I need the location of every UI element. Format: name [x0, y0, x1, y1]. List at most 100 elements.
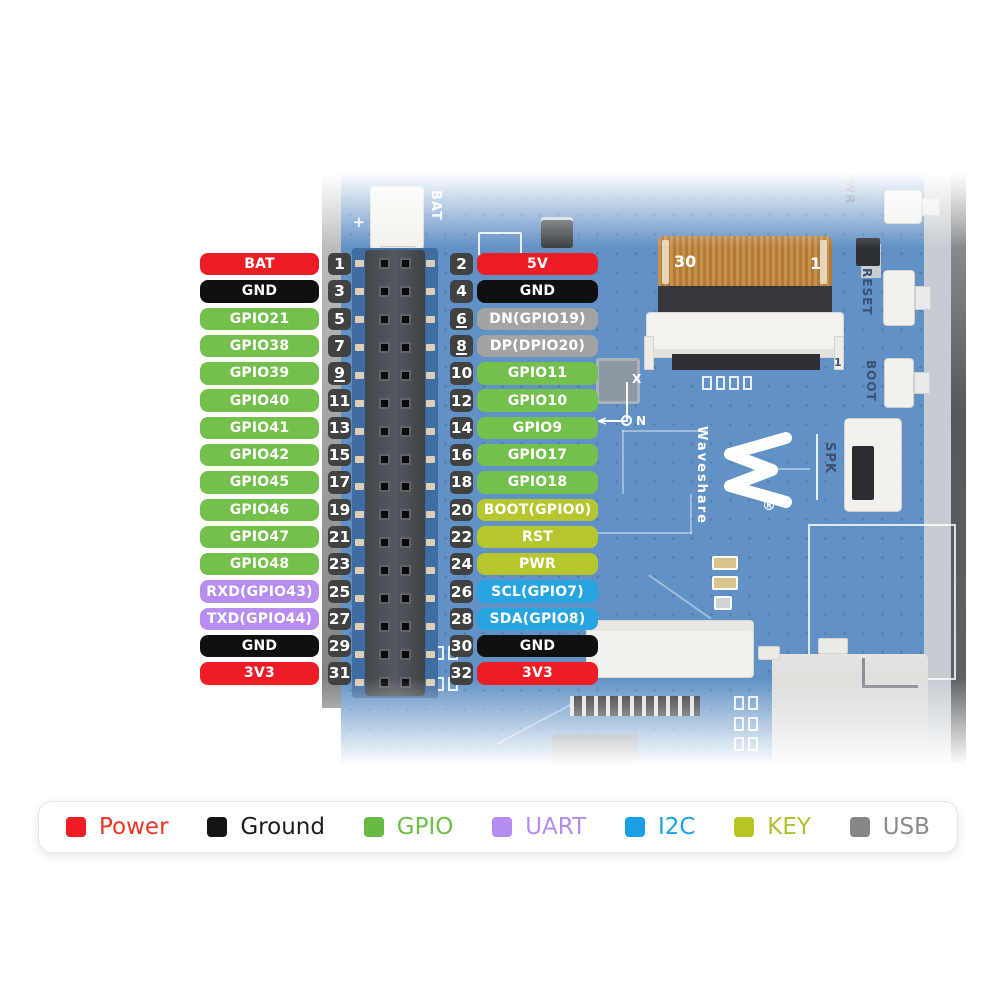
axis-marker-line: [600, 420, 628, 422]
pin-row: GPIO21 5 6 DN(GPIO19): [200, 307, 598, 330]
legend-label: Power: [99, 814, 169, 840]
speaker-connector-slot: [852, 446, 874, 500]
pin-number-left: 3: [328, 280, 351, 303]
pin-number-left: 17: [328, 471, 351, 494]
pin-number-left: 31: [328, 662, 351, 685]
pin-number-right: 4: [450, 280, 473, 303]
pin-row: GND 3 4 GND: [200, 280, 598, 303]
pin-row: RXD(GPIO43) 25 26 SCL(GPIO7): [200, 580, 598, 603]
pin-label-right: GPIO18: [477, 471, 598, 494]
spk-silkscreen: SPK: [822, 442, 837, 474]
pin-number-right: 6: [450, 307, 473, 330]
photo-fade-bottom: [322, 678, 966, 782]
spk-divider-line: [816, 434, 818, 500]
boot-silkscreen: BOOT: [864, 360, 878, 402]
fpc-stiffener: [658, 286, 832, 314]
pin-number-left: 15: [328, 443, 351, 467]
pin-number-left: 1: [328, 253, 351, 276]
reset-silkscreen: RESET: [860, 268, 874, 316]
solder-pad-row: [702, 376, 752, 392]
pcb-photo: BAT + 30 1 1 PWR RESET BOOT SPK Wa: [322, 168, 966, 782]
passive-component: [818, 638, 848, 654]
pin-table: BAT 1 2 5V GND 3 4 GND GPIO21 5 6 DN(GPI…: [200, 253, 598, 690]
registered-mark: ®: [762, 498, 776, 514]
uart-color-swatch: [492, 817, 513, 837]
pin-label-right: GND: [477, 280, 598, 303]
ffc-socket: [646, 312, 844, 358]
pin-row: GPIO40 11 12 GPIO10: [200, 389, 598, 412]
pin-label-left: GPIO39: [200, 362, 319, 385]
power-color-swatch: [66, 817, 86, 837]
pin-number-left: 29: [328, 634, 351, 658]
reset-button-nub: [915, 286, 931, 310]
axis-marker-origin: [621, 415, 632, 426]
pin-label-right: GPIO10: [477, 389, 598, 412]
pin-header-body: [365, 250, 425, 696]
pin-number-right: 24: [450, 553, 473, 576]
key-color-swatch: [734, 817, 755, 837]
pin-label-left: GPIO21: [200, 307, 319, 330]
legend-label: UART: [525, 814, 587, 840]
pin-label-right: 5V: [477, 253, 598, 276]
pin-label-right: GPIO11: [477, 362, 598, 385]
legend-label: KEY: [767, 814, 811, 840]
pin-label-left: GPIO45: [200, 471, 319, 494]
pin-label-right: 3V3: [477, 662, 598, 685]
fpc-clasp: [662, 240, 669, 284]
pin-number-left: 5: [328, 307, 351, 330]
usb-color-swatch: [849, 817, 870, 837]
axis-x-label: X: [632, 372, 643, 386]
pin-row: GPIO41 13 14 GPIO9: [200, 416, 598, 440]
legend-label: USB: [882, 814, 930, 840]
pin-row: BAT 1 2 5V: [200, 253, 598, 276]
qfn-chip: [596, 358, 640, 404]
pcb-trace: [622, 430, 708, 432]
pin-label-left: GPIO47: [200, 525, 319, 549]
pcb-trace: [622, 430, 624, 494]
pin-label-left: BAT: [200, 253, 319, 276]
pin-label-right: GPIO17: [477, 443, 598, 467]
passive-component: [758, 646, 780, 660]
pin-number-left: 21: [328, 525, 351, 549]
legend-label: Ground: [240, 814, 325, 840]
pin-row: GPIO45 17 18 GPIO18: [200, 471, 598, 494]
legend-label: I2C: [657, 814, 696, 840]
bottom-ffc-socket: [586, 620, 754, 678]
pin-number-right: 12: [450, 389, 473, 412]
legend-item-usb: USB: [849, 814, 930, 840]
pin-label-left: GPIO48: [200, 553, 319, 576]
pin-number-left: 11: [328, 389, 351, 412]
pin-number-left: 23: [328, 553, 351, 576]
pin-number-right: 26: [450, 580, 473, 603]
pin-label-right: SCL(GPIO7): [477, 580, 598, 603]
pin-label-left: GND: [200, 280, 319, 303]
pin-number-right: 22: [450, 525, 473, 549]
pin-label-right: DP(DPIO20): [477, 334, 598, 358]
pin-number-left: 27: [328, 607, 351, 631]
pin-number-right: 20: [450, 498, 473, 521]
capacitor: [712, 576, 738, 590]
pin-label-right: DN(GPIO19): [477, 307, 598, 330]
pcb-trace: [690, 494, 692, 534]
pin-label-right: GPIO9: [477, 416, 598, 440]
waveshare-logo-icon: [718, 430, 798, 510]
pin-label-left: GND: [200, 634, 319, 658]
pin-label-left: 3V3: [200, 662, 319, 685]
ffc-socket-arm: [644, 336, 654, 370]
legend-item-ground: Ground: [207, 814, 325, 840]
fpc-clasp: [820, 240, 827, 284]
pin-number-right: 16: [450, 443, 473, 467]
pin-row: GPIO42 15 16 GPIO17: [200, 443, 598, 467]
pin-label-left: GPIO46: [200, 498, 319, 521]
fpc-pin1-label: 1: [810, 254, 822, 273]
ffc-socket-arm: [834, 336, 844, 370]
capacitor: [712, 556, 738, 570]
pin-row: GND 29 30 GND: [200, 634, 598, 658]
reset-button: [883, 270, 915, 326]
pin-label-left: GPIO40: [200, 389, 319, 412]
pin-label-right: GND: [477, 634, 598, 658]
pin-number-right: 14: [450, 416, 473, 440]
pin-number-left: 9: [328, 362, 351, 385]
pin-label-left: GPIO42: [200, 443, 319, 467]
